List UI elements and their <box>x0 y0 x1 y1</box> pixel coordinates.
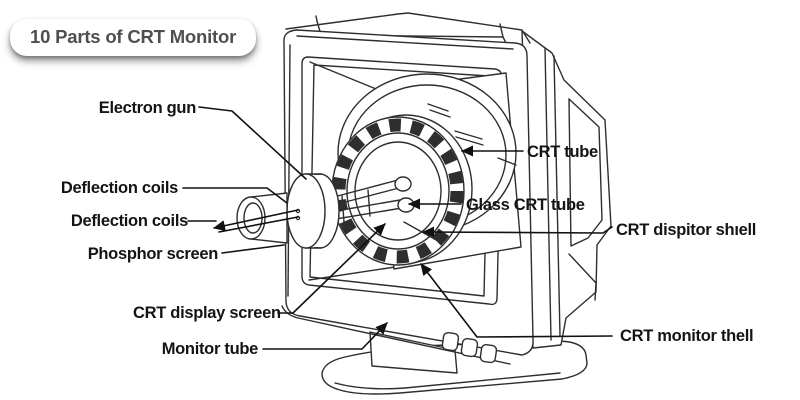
leader-lines <box>182 106 613 350</box>
label-electron-gun: Electron gun <box>98 99 197 117</box>
label-monitor-tube: Monitor tube <box>161 340 259 358</box>
label-crt-monitor-thell: CRT monitor thell <box>620 327 754 345</box>
leader-crt-display-screen <box>277 223 386 314</box>
label-crt-display-screen: CRT display screen <box>133 304 281 322</box>
tube-neck-rods <box>329 176 415 223</box>
monitor-side-panel <box>521 30 612 349</box>
label-phosphor-screen: Phosphor screen <box>87 245 219 263</box>
leader-crt-dispitor-shell <box>422 226 613 238</box>
leader-crt-monitor-thell <box>420 263 613 338</box>
label-deflection-coils-1: Deflection coils <box>60 179 178 197</box>
label-crt-dispitor-shell: CRT dispitor shıell <box>616 221 757 239</box>
electron-beams <box>213 209 299 233</box>
label-deflection-coils-2: Deflection coils <box>70 212 188 230</box>
tube-end-disc <box>286 173 340 249</box>
monitor-buttons <box>441 331 498 364</box>
leader-deflection-coils-1 <box>182 187 288 204</box>
electron-gun-drawing <box>236 192 288 244</box>
label-crt-tube: CRT tube <box>527 143 598 161</box>
title-badge: 10 Parts of CRT Monitor <box>10 19 257 56</box>
label-glass-crt-tube: Glass CRT tube <box>466 196 585 214</box>
leader-electron-gun <box>198 106 307 180</box>
leader-monitor-tube <box>262 322 388 350</box>
leader-phosphor-screen <box>221 244 285 254</box>
